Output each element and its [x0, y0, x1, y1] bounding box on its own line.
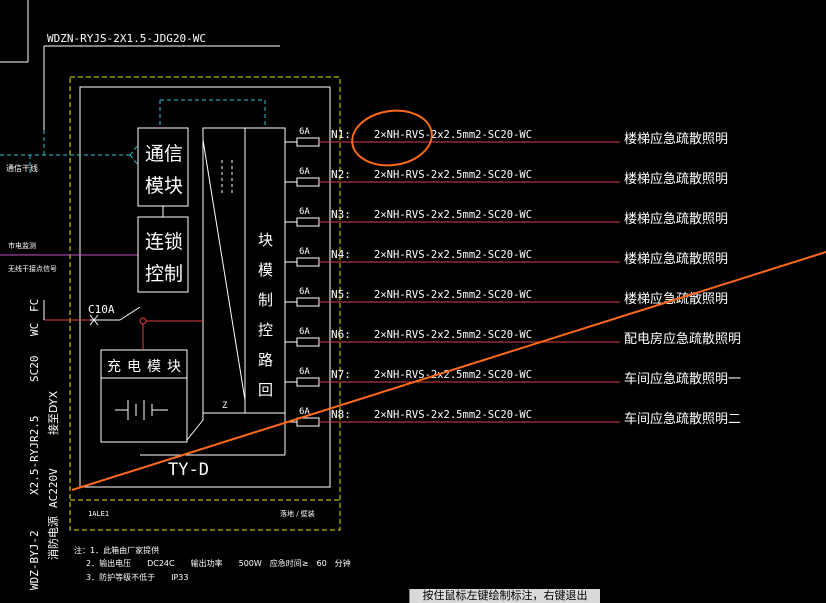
circuit-load: 楼梯应急疏散照明 — [624, 131, 728, 147]
circuit-rating: 6A — [299, 327, 310, 337]
circuit-load: 车间应急疏散照明二 — [624, 411, 741, 427]
circuit-cable: 2×NH-RVS-2x2.5mm2-SC20-WC — [374, 249, 532, 261]
circuit-cable: 2×NH-RVS-2x2.5mm2-SC20-WC — [374, 209, 532, 221]
circuit-row[interactable]: 6A N7: 2×NH-RVS-2x2.5mm2-SC20-WC 车间应急疏散照明一 — [285, 367, 741, 387]
circuit-row[interactable]: 6A N1: 2×NH-RVS-2x2.5mm2-SC20-WC 楼梯应急疏散照明 — [285, 127, 728, 147]
note-line-3: 3．防护等级不低于 IP33 — [86, 572, 188, 582]
top-feeder — [0, 0, 280, 130]
circuit-id: N5: — [331, 288, 351, 301]
busbar-char-2: 路 — [258, 351, 273, 369]
incoming-col4: WC — [28, 323, 41, 336]
circuit-rating: 6A — [299, 287, 310, 297]
circuit-id: N2: — [331, 168, 351, 181]
incoming-col2: X2.5-RYJR2.5 — [28, 416, 41, 495]
circuit-rating: 6A — [299, 407, 310, 417]
circuit-rating: 6A — [299, 367, 310, 377]
incoming-label1: 消防电源 — [46, 516, 60, 560]
circuit-cable: 2×NH-RVS-2x2.5mm2-SC20-WC — [374, 169, 532, 181]
markup-annotations — [71, 109, 826, 491]
signal-line-label: 通信干线 — [6, 163, 38, 173]
circuit-load: 楼梯应急疏散照明 — [624, 251, 728, 267]
circuit-id: N3: — [331, 208, 351, 221]
note-line-1: 注：1．此箱由厂家提供 — [74, 545, 159, 555]
incoming-label2: AC220V — [47, 468, 60, 508]
comm-module-line1: 通信 — [145, 143, 183, 165]
incoming-col3: SC20 — [28, 356, 41, 383]
panel-model-label: TY-D — [168, 460, 209, 480]
comm-module-line2: 模块 — [145, 175, 183, 197]
incoming-label3: 接至DYX — [47, 390, 60, 435]
busbar-z: Z — [222, 401, 228, 411]
battery-icon — [115, 400, 168, 420]
circuit-cable: 2×NH-RVS-2x2.5mm2-SC20-WC — [374, 409, 532, 421]
breaker-label: C10A — [88, 303, 115, 316]
busbar-char-6: 块 — [258, 231, 273, 249]
busbar-vertical-text: 回 路 控 制 模 块 — [258, 231, 273, 399]
main-feeder-label: WDZN-RYJS-2X1.5-JDG20-WC — [47, 32, 206, 45]
panel-id-label: 1ALE1 — [88, 510, 109, 518]
busbar-char-1: 回 — [258, 381, 273, 399]
status-bar: 按住鼠标左键绘制标注，右键退出 — [409, 589, 600, 603]
interlock-module-line1: 连锁 — [145, 231, 183, 253]
circuit-row[interactable]: 6A N3: 2×NH-RVS-2x2.5mm2-SC20-WC 楼梯应急疏散照明 — [285, 207, 728, 227]
circuit-rating: 6A — [299, 207, 310, 217]
panel-inner-box — [79, 86, 331, 488]
circuit-cable: 2×NH-RVS-2x2.5mm2-SC20-WC — [374, 129, 532, 141]
busbar-char-5: 模 — [258, 261, 273, 279]
circuit-rating: 6A — [299, 127, 310, 137]
incoming-cable-labels: WDZ-BYJ-2 X2.5-RYJR2.5 SC20 WC FC 消防电源 A… — [28, 299, 60, 590]
circuit-rating: 6A — [299, 167, 310, 177]
circuit-row[interactable]: 6A N2: 2×NH-RVS-2x2.5mm2-SC20-WC 楼梯应急疏散照明 — [285, 167, 728, 187]
charge-module-box[interactable] — [100, 349, 188, 443]
circuit-id: N7: — [331, 368, 351, 381]
circuit-cable: 2×NH-RVS-2x2.5mm2-SC20-WC — [374, 329, 532, 341]
circuit-row[interactable]: 6A N6: 2×NH-RVS-2x2.5mm2-SC20-WC 配电房应急疏散照明 — [285, 327, 741, 347]
circuit-id: N1: — [331, 128, 351, 141]
interlock-module-line2: 控制 — [145, 263, 183, 285]
circuit-id: N6: — [331, 328, 351, 341]
markup-line — [71, 251, 826, 491]
markup-circle — [351, 109, 433, 167]
circuit-row[interactable]: 6A N8: 2×NH-RVS-2x2.5mm2-SC20-WC 车间应急疏散照明二 — [285, 407, 741, 427]
busbar-char-4: 制 — [258, 291, 273, 309]
circuit-cable: 2×NH-RVS-2x2.5mm2-SC20-WC — [374, 289, 532, 301]
circuit-rating: 6A — [299, 247, 310, 257]
circuit-load: 楼梯应急疏散照明 — [624, 171, 728, 187]
incoming-col5: FC — [28, 299, 41, 312]
charge-module-label: 充电模块 — [107, 359, 187, 375]
busbar-box[interactable] — [202, 127, 286, 414]
fire-signal-label: 无线干接点信号 — [8, 264, 57, 273]
busbar-char-3: 控 — [258, 321, 273, 339]
incoming-col1: WDZ-BYJ-2 — [28, 530, 41, 590]
breaker-c10a[interactable] — [44, 306, 203, 350]
signal-line — [0, 99, 266, 175]
circuit-load: 配电房应急疏散照明 — [624, 331, 741, 347]
circuit-load: 车间应急疏散照明一 — [624, 371, 741, 387]
circuit-load: 楼梯应急疏散照明 — [624, 211, 728, 227]
circuit-id: N4: — [331, 248, 351, 261]
circuit-cable: 2×NH-RVS-2x2.5mm2-SC20-WC — [374, 369, 532, 381]
mounting-label: 落地 / 壁装 — [280, 509, 315, 518]
circuit-id: N8: — [331, 408, 351, 421]
panel-outer-dashed-box — [69, 76, 341, 531]
circuit-row[interactable]: 6A N4: 2×NH-RVS-2x2.5mm2-SC20-WC 楼梯应急疏散照明 — [285, 247, 728, 267]
city-power-label: 市电监测 — [8, 241, 36, 250]
note-line-2: 2．输出电压 DC24C 输出功率 500W 应急时间≥ 60 分钟 — [86, 558, 351, 568]
